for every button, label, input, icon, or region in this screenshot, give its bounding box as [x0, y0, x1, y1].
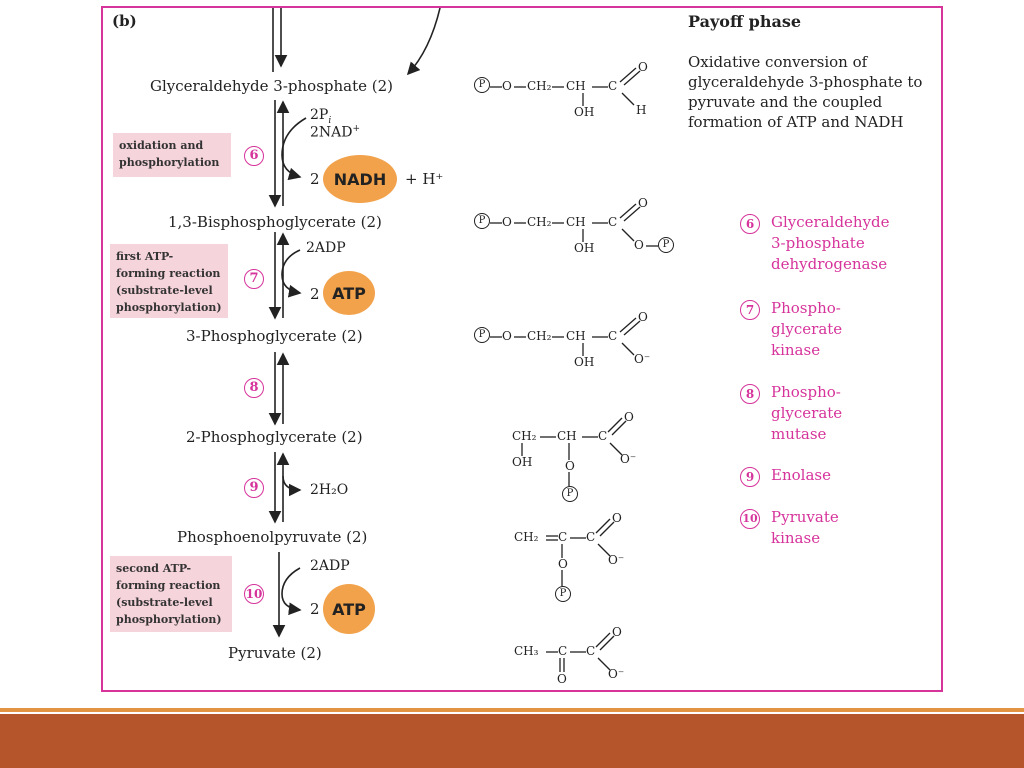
oxygen-label: O: [612, 511, 622, 525]
oxygen-label: O: [502, 215, 512, 229]
enzyme-7-name: Phospho- glycerate kinase: [771, 299, 843, 359]
c-label: C: [598, 429, 608, 443]
panel-label: (b): [112, 12, 137, 30]
step-6-number: 6: [244, 146, 264, 166]
metabolite-2pg: 2-Phosphoglycerate (2): [186, 428, 363, 446]
footer-accent-line: [0, 708, 1024, 712]
metabolite-pep: Phosphoenolpyruvate (2): [177, 528, 368, 546]
oh-label: OH: [574, 105, 595, 119]
phosphate-icon: P: [555, 586, 571, 602]
metabolite-bpg: 1,3-Bisphosphoglycerate (2): [168, 213, 382, 231]
ch2-label: CH₂: [512, 429, 537, 443]
oxygen-label: O: [502, 79, 512, 93]
phosphate-icon: P: [474, 213, 490, 229]
enzyme-10-number: 10: [740, 509, 760, 529]
pi-text: 2P: [310, 107, 329, 123]
oxygen-label: O: [624, 410, 634, 424]
phase-desc-line: pyruvate and the coupled: [688, 93, 883, 111]
phosphate-icon: P: [562, 486, 578, 502]
ch-label: CH: [566, 329, 586, 343]
phase-desc-line: glyceraldehyde 3-phosphate to: [688, 73, 923, 91]
enzyme-7-number: 7: [740, 300, 760, 320]
atp-blob-step7: ATP: [323, 271, 375, 315]
ch-label: CH: [566, 79, 586, 93]
ch-label: CH: [566, 215, 586, 229]
phase-title: Payoff phase: [688, 12, 802, 31]
oxygen-label: O: [638, 310, 648, 324]
oh-label: OH: [574, 241, 595, 255]
c-label: C: [586, 530, 596, 544]
o-minus-label: O⁻: [608, 667, 625, 681]
oxygen-label: O: [612, 625, 622, 639]
c-label: C: [586, 644, 596, 658]
step-10-product-coef: 2: [310, 600, 320, 618]
phase-desc-line: Oxidative conversion of: [688, 53, 868, 71]
footer-bar: [0, 714, 1024, 768]
c-label: C: [608, 329, 618, 343]
nad-text: 2NAD: [310, 124, 353, 141]
ch2-label: CH₂: [514, 530, 539, 544]
ch-label: CH: [557, 429, 577, 443]
ch2-label: CH₂: [527, 79, 552, 93]
o-minus-label: O⁻: [634, 352, 651, 366]
c-label: C: [608, 215, 618, 229]
step-7-product-coef: 2: [310, 285, 320, 303]
metabolite-g3p: Glyceraldehyde 3-phosphate (2): [150, 77, 394, 95]
oxygen-label: O: [502, 329, 512, 343]
step-9-output: 2H₂O: [310, 482, 349, 498]
phosphate-icon: P: [658, 237, 674, 253]
oh-label: OH: [512, 455, 533, 469]
phosphate-icon: P: [474, 77, 490, 93]
step-6-input-nad: 2NAD+: [310, 124, 361, 141]
metabolite-pyruvate: Pyruvate (2): [228, 644, 322, 662]
o-minus-label: O⁻: [620, 452, 637, 466]
ch2-label: CH₂: [527, 329, 552, 343]
step-9-number: 9: [244, 478, 264, 498]
c-label: C: [608, 79, 618, 93]
step-10-input: 2ADP: [310, 558, 350, 574]
step-6-input-pi: 2Pi: [310, 107, 332, 126]
step-6-note: oxidation and phosphorylation: [113, 133, 231, 177]
h-label: H: [636, 103, 647, 117]
enzyme-9-number: 9: [740, 467, 760, 487]
oxygen-label: O: [638, 60, 648, 74]
phosphate-icon: P: [474, 327, 490, 343]
enzyme-6-name: Glyceraldehyde 3-phosphate dehydrogenase: [771, 213, 890, 273]
step-6-extra: + H⁺: [405, 170, 444, 188]
phase-desc-line: formation of ATP and NADH: [688, 113, 904, 131]
step-8-number: 8: [244, 378, 264, 398]
o-minus-label: O⁻: [608, 553, 625, 567]
oxygen-label: O: [557, 672, 567, 686]
step-7-number: 7: [244, 269, 264, 289]
step-10-note: second ATP- forming reaction (substrate-…: [110, 556, 232, 632]
enzyme-8-number: 8: [740, 384, 760, 404]
step-6-product-coef: 2: [310, 170, 320, 188]
oxygen-label: O: [565, 459, 575, 473]
phase-description: Oxidative conversion of glyceraldehyde 3…: [688, 52, 922, 132]
c-label: C: [558, 530, 568, 544]
metabolite-3pg: 3-Phosphoglycerate (2): [186, 327, 363, 345]
step-10-number: 10: [244, 584, 264, 604]
ch2-label: CH₂: [527, 215, 552, 229]
c-label: C: [558, 644, 568, 658]
enzyme-6-number: 6: [740, 214, 760, 234]
atp-blob-step10: ATP: [323, 584, 375, 634]
step-7-input: 2ADP: [306, 240, 346, 256]
oxygen-label: O: [558, 557, 568, 571]
nadh-blob: NADH: [323, 155, 397, 203]
ch3-label: CH₃: [514, 644, 539, 658]
oh-label: OH: [574, 355, 595, 369]
enzyme-9-name: Enolase: [771, 466, 831, 484]
enzyme-8-name: Phospho- glycerate mutase: [771, 383, 843, 443]
step-7-note: first ATP- forming reaction (substrate-l…: [110, 244, 228, 318]
oxygen-label: O: [634, 238, 644, 252]
enzyme-10-name: Pyruvate kinase: [771, 508, 839, 547]
diagram-frame: [101, 6, 943, 692]
oxygen-label: O: [638, 196, 648, 210]
